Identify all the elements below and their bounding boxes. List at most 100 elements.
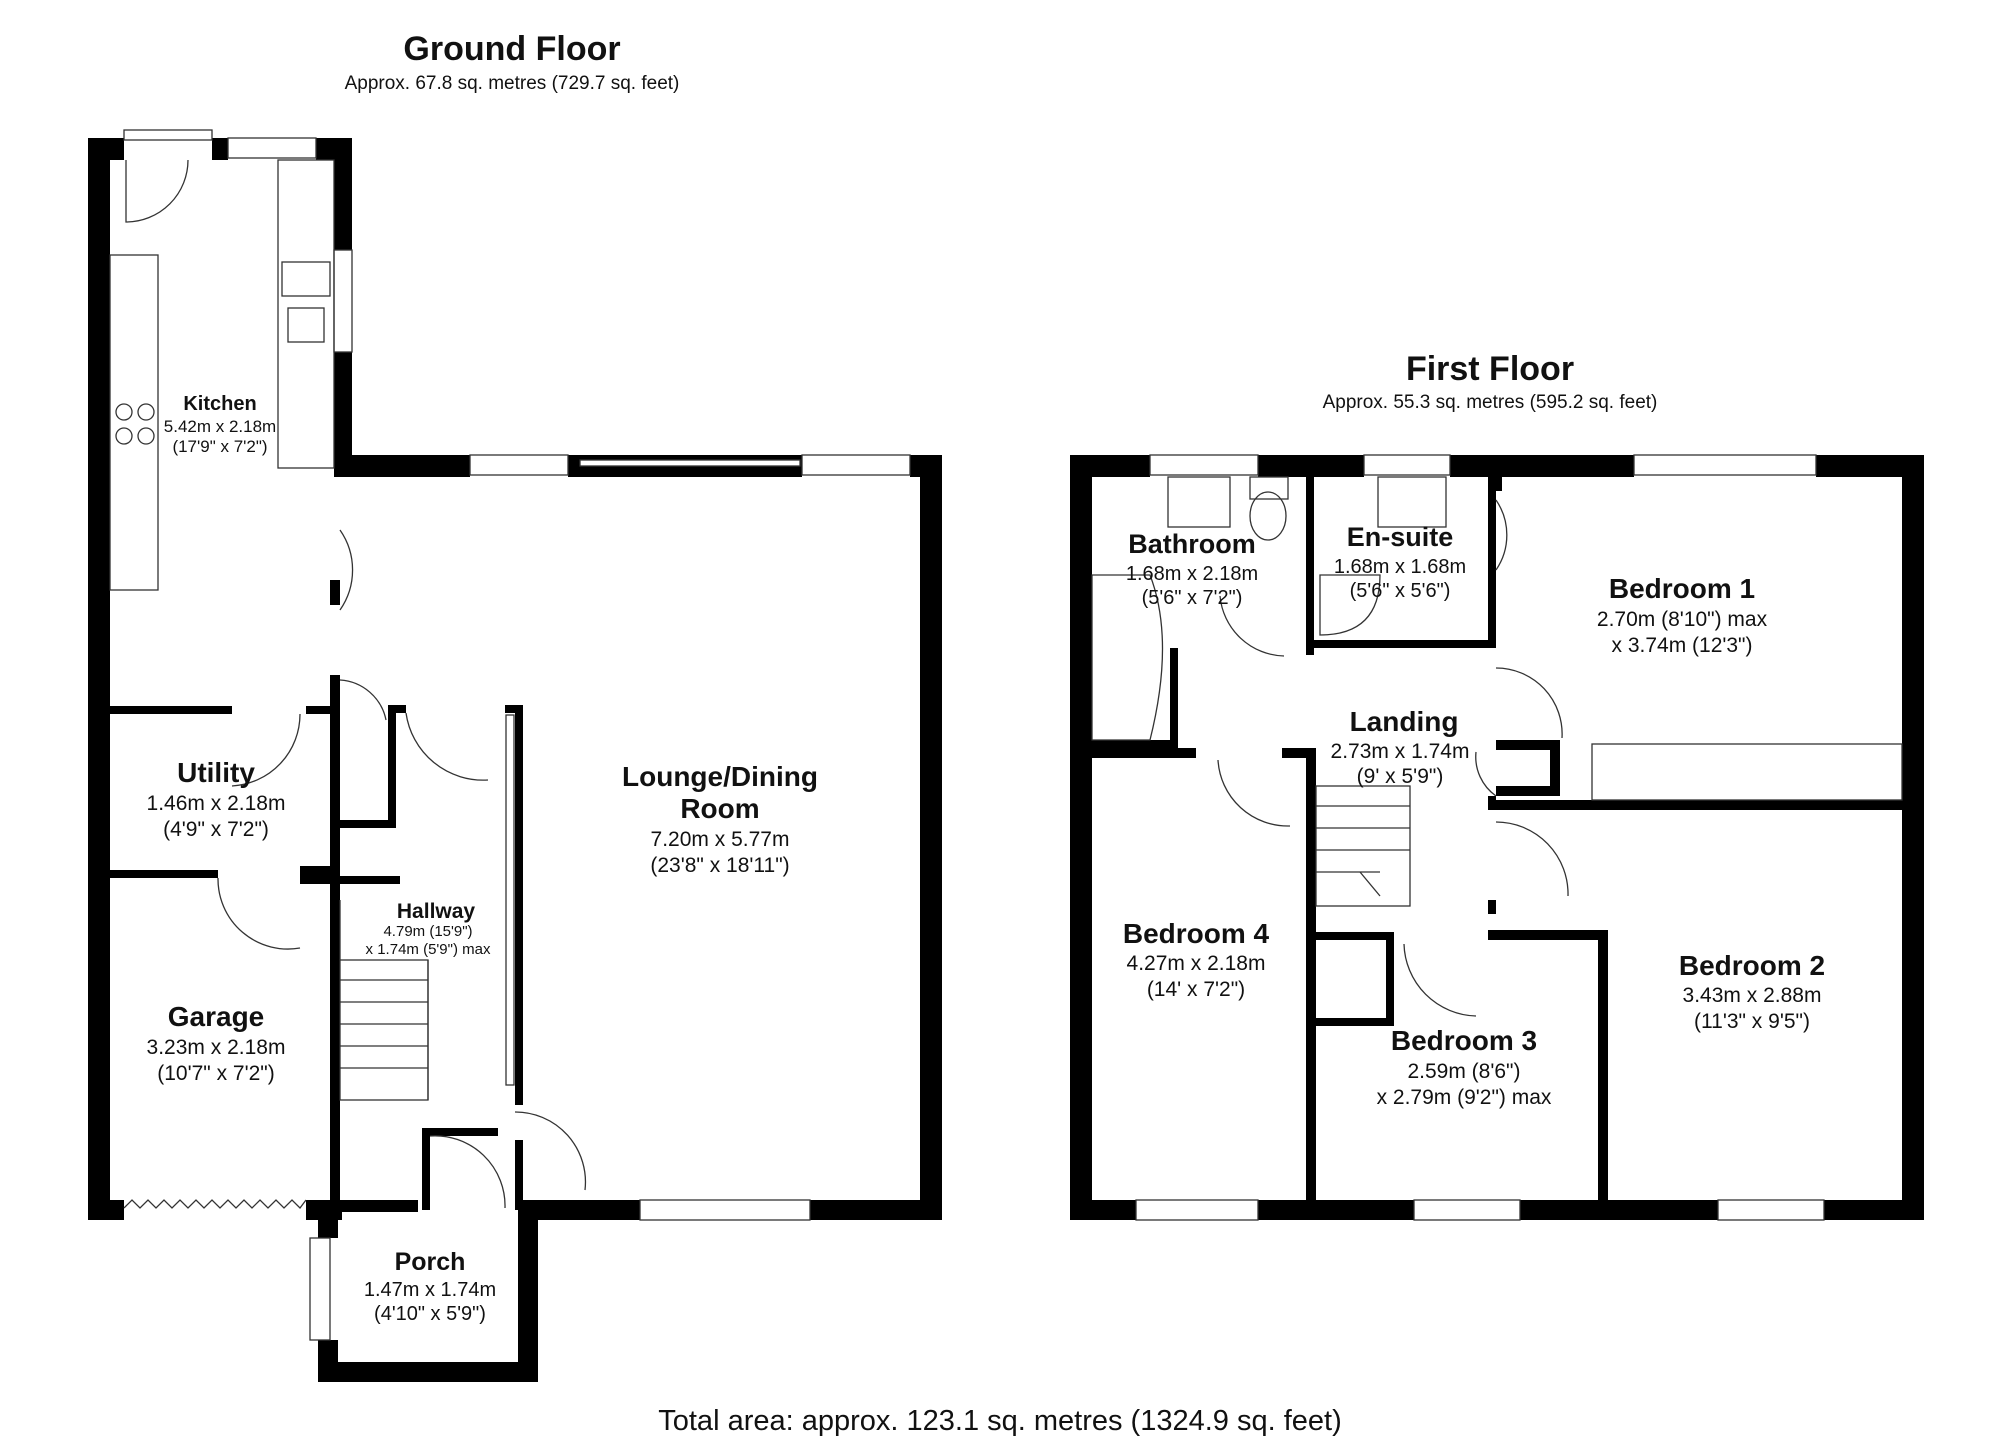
door-swing <box>217 877 301 950</box>
room-dimensions-imperial: (17'9" x 7'2") <box>172 437 267 456</box>
hob-ring <box>115 427 133 445</box>
wall <box>340 820 396 828</box>
wall <box>1316 932 1394 940</box>
room-name: Garage <box>168 1001 265 1032</box>
wall <box>1316 1018 1394 1026</box>
room-hallway: Hallway 4.79m (15'9") x 1.74m (5'9") max <box>366 900 491 958</box>
window <box>309 1237 331 1341</box>
room-name: Bedroom 4 <box>1123 918 1270 949</box>
wall <box>212 138 228 160</box>
sliding-door <box>505 714 515 1086</box>
door-swing <box>339 679 387 721</box>
wall <box>1824 1200 1924 1220</box>
kitchen-worktop <box>277 159 335 469</box>
window <box>1363 454 1451 476</box>
wall <box>1306 640 1492 648</box>
wall <box>306 706 340 714</box>
basin <box>1377 476 1447 528</box>
door-swing <box>1219 595 1285 657</box>
wall <box>1598 930 1608 1220</box>
ground-floor-area: Approx. 67.8 sq. metres (729.7 sq. feet) <box>345 73 680 94</box>
door-swing <box>231 713 301 787</box>
room-name: Porch <box>395 1248 466 1276</box>
room-ensuite: En-suite 1.68m x 1.68m (5'6" x 5'6") <box>1334 522 1466 602</box>
door-swing <box>125 159 189 223</box>
wall <box>88 138 124 160</box>
window <box>639 1199 811 1221</box>
wall <box>88 1200 124 1220</box>
room-name: Bedroom 1 <box>1609 573 1755 604</box>
window <box>469 454 569 476</box>
room-dimensions-imperial: (5'6" x 7'2") <box>1142 587 1243 609</box>
wall <box>1258 1200 1414 1220</box>
room-dimensions: 2.70m (8'10") max <box>1597 608 1768 631</box>
wall <box>1258 455 1364 477</box>
wall <box>1386 932 1394 1026</box>
room-name: Utility <box>177 757 255 788</box>
wall <box>300 866 340 884</box>
room-kitchen: Kitchen 5.42m x 2.18m (17'9" x 7'2") <box>164 393 276 456</box>
room-dimensions: 4.27m x 2.18m <box>1127 952 1266 975</box>
room-name: Bedroom 3 <box>1391 1025 1537 1056</box>
wall <box>1070 455 1092 1220</box>
wall <box>422 1128 430 1210</box>
door-swing <box>1495 499 1508 571</box>
door-swing <box>1495 821 1569 897</box>
wall <box>1488 477 1496 648</box>
wall <box>88 138 110 1220</box>
room-dimensions-imperial: (9' x 5'9") <box>1357 765 1444 788</box>
window <box>227 137 317 159</box>
room-name: Lounge/Dining <box>622 761 818 792</box>
kitchen-worktop <box>109 254 159 591</box>
wall <box>318 1362 538 1382</box>
wall <box>1488 796 1496 810</box>
wall <box>518 1200 640 1220</box>
room-dimensions: 1.46m x 2.18m <box>147 792 286 815</box>
room-dimensions-imperial: (4'10" x 5'9") <box>374 1303 486 1325</box>
staircase <box>339 900 429 1101</box>
wall <box>1070 1200 1136 1220</box>
wall <box>422 1128 498 1136</box>
wall <box>1306 748 1316 1200</box>
room-dimensions: 1.68m x 1.68m <box>1334 556 1466 578</box>
door-swing <box>339 529 354 611</box>
room-name: Landing <box>1350 706 1459 737</box>
bath <box>1091 574 1164 741</box>
room-dimensions-imperial: x 2.79m (9'2") max <box>1377 1086 1552 1109</box>
room-dimensions-imperial: (4'9" x 7'2") <box>163 818 269 841</box>
wall <box>515 705 523 1105</box>
wall <box>1306 477 1314 655</box>
wall <box>100 870 218 878</box>
room-dimensions: 7.20m x 5.77m <box>651 828 790 851</box>
wall <box>1070 455 1150 477</box>
room-dimensions-imperial: x 1.74m (5'9") max <box>366 941 491 958</box>
room-dimensions-imperial: (5'6" x 5'6") <box>1350 580 1451 602</box>
wall <box>515 1140 523 1210</box>
wall <box>1488 900 1496 914</box>
staircase <box>1315 785 1411 907</box>
room-dimensions: 3.23m x 2.18m <box>147 1036 286 1059</box>
wall <box>100 706 232 714</box>
shower <box>1319 574 1381 636</box>
room-name-line2: Room <box>680 793 759 824</box>
hob-ring <box>137 427 155 445</box>
room-dimensions: 3.43m x 2.88m <box>1683 984 1822 1007</box>
room-lounge-dining: Lounge/Dining Room 7.20m x 5.77m (23'8" … <box>622 761 818 877</box>
window <box>1717 1199 1825 1221</box>
door-swing <box>429 1135 506 1209</box>
room-dimensions: 1.47m x 1.74m <box>364 1279 496 1301</box>
room-dimensions: 1.68m x 2.18m <box>1126 563 1258 585</box>
ground-floor-plan: Kitchen 5.42m x 2.18m (17'9" x 7'2") Uti… <box>88 129 942 1382</box>
room-garage: Garage 3.23m x 2.18m (10'7" x 7'2") <box>147 1001 286 1085</box>
wall <box>810 1200 942 1220</box>
wall <box>1488 930 1606 940</box>
wardrobe <box>1591 743 1903 801</box>
total-area: Total area: approx. 123.1 sq. metres (13… <box>658 1405 1342 1437</box>
wall <box>1092 748 1196 758</box>
room-bedroom-2: Bedroom 2 3.43m x 2.88m (11'3" x 9'5") <box>1679 950 1825 1033</box>
wc <box>1249 491 1287 541</box>
room-dimensions: 5.42m x 2.18m <box>164 417 276 436</box>
wall <box>334 138 352 250</box>
room-utility: Utility 1.46m x 2.18m (4'9" x 7'2") <box>147 757 286 841</box>
